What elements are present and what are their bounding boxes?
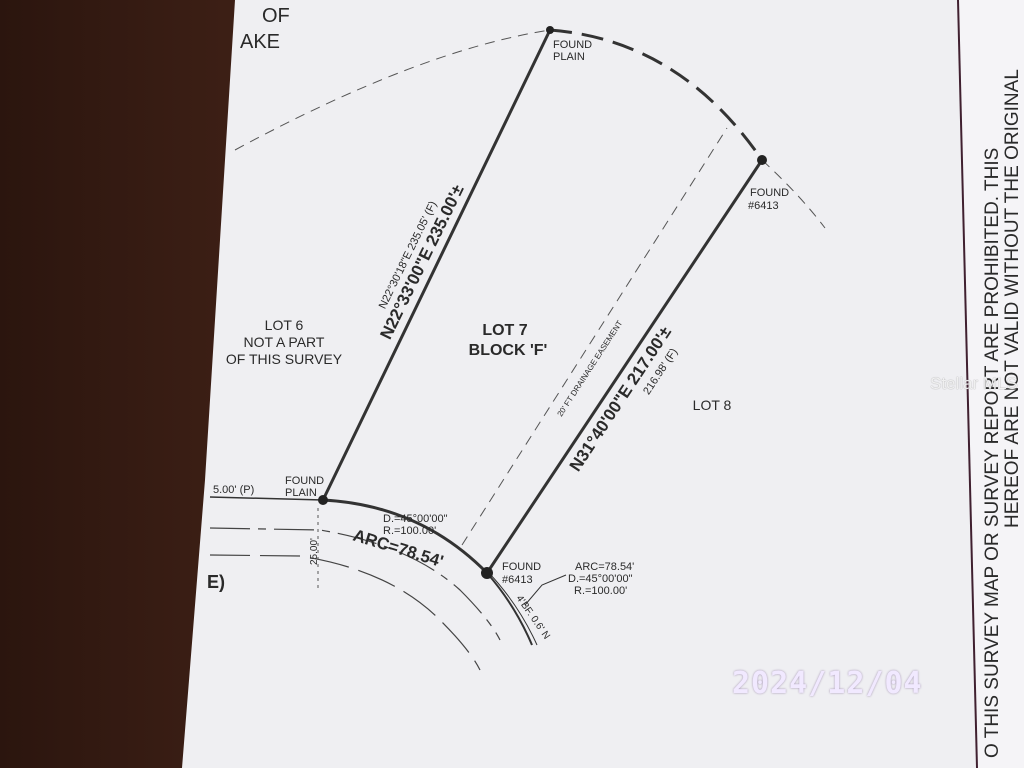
corner-marker-top <box>546 26 554 34</box>
west-lot-line <box>321 29 552 501</box>
setback-label: 5.00' (P) <box>213 484 254 496</box>
east-lot-line <box>485 159 764 574</box>
front-arc-extension <box>486 572 533 646</box>
front-arc <box>322 498 489 575</box>
street-centerline <box>209 527 501 641</box>
front-curve-delta: D.=45°00'00" <box>383 513 448 525</box>
lot-6-label: LOT 6 <box>265 317 304 333</box>
corner-label-bl-1: FOUND <box>285 475 324 487</box>
callout-arc: ARC=78.54' <box>575 561 634 573</box>
corner-label-br-1: FOUND <box>502 561 541 573</box>
disclaimer-line-2: HEREOF ARE NOT VALID WITHOUT THE ORIGINA… <box>1002 69 1023 528</box>
paper-edge-strip <box>957 0 1024 768</box>
paper <box>182 0 1024 768</box>
block-label: BLOCK 'F' <box>469 342 548 359</box>
disclaimer-line-1: O THIS SURVEY MAP OR SURVEY REPORT ARE P… <box>982 148 1003 758</box>
corner-label-top-2: PLAIN <box>553 51 585 63</box>
lot-6-note-1: NOT A PART <box>244 334 325 350</box>
watermark: Stellar MLS <box>930 374 1018 393</box>
lot-8-label: LOT 8 <box>693 397 732 413</box>
paper-fold-line <box>957 0 978 768</box>
callout-radius: R.=100.00' <box>574 585 627 597</box>
corner-label-bl-2: PLAIN <box>285 487 317 499</box>
corner-marker-bottom-right <box>481 567 493 579</box>
lot-7-label: LOT 7 <box>482 322 527 339</box>
corner-label-right-2: #6413 <box>748 200 779 212</box>
street-name-fragment: E) <box>207 572 225 592</box>
rear-boundary-thin <box>234 29 551 151</box>
rear-boundary-curve <box>549 28 764 161</box>
corner-label-br-2: #6413 <box>502 574 533 586</box>
front-curve-radius: R.=100.00' <box>383 525 436 537</box>
callout-leader <box>524 574 567 606</box>
easement-line <box>461 127 728 546</box>
header-fragment-1: OF <box>262 5 290 27</box>
lot-6-note-2: OF THIS SURVEY <box>226 351 343 367</box>
front-arc-extension-2 <box>488 572 538 646</box>
corner-label-top-1: FOUND <box>553 39 592 51</box>
street-edge <box>209 554 481 671</box>
corner-label-right-1: FOUND <box>750 187 789 199</box>
corner-marker-bottom-left <box>318 495 328 505</box>
callout-delta: D.=45°00'00" <box>568 573 633 585</box>
corner-marker-right <box>757 155 767 165</box>
street-line <box>209 496 324 501</box>
date-stamp: 2024/12/04 <box>732 666 923 701</box>
street-width-label: 25.00' <box>309 538 320 565</box>
header-fragment-2: AKE <box>240 31 280 53</box>
